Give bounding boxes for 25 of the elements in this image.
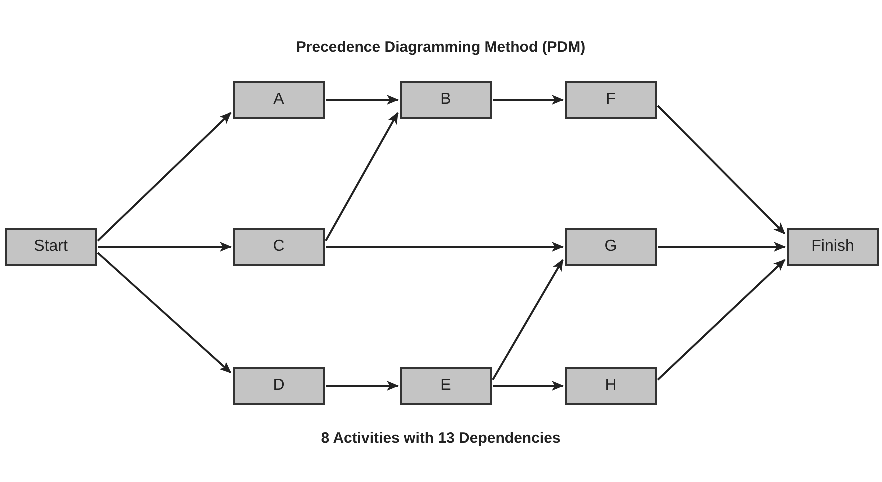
diagram-caption: 8 Activities with 13 Dependencies: [320, 429, 562, 449]
arrow: [658, 242, 786, 252]
diagram-title: Precedence Diagramming Method (PDM): [295, 38, 587, 58]
arrow: [657, 105, 786, 235]
activity-box: A: [233, 81, 325, 119]
activity-box: E: [400, 367, 492, 405]
arrow: [98, 242, 232, 252]
arrow: [493, 95, 564, 105]
activity-box: Start: [5, 228, 97, 266]
arrow: [326, 242, 564, 252]
arrow: [97, 252, 232, 374]
arrow: [657, 259, 786, 381]
arrow: [493, 381, 564, 391]
arrow: [492, 259, 564, 380]
activity-box: C: [233, 228, 325, 266]
arrow: [326, 381, 399, 391]
arrow: [325, 112, 399, 242]
activity-box: F: [565, 81, 657, 119]
activity-box: G: [565, 228, 657, 266]
activity-box: Finish: [787, 228, 879, 266]
activity-box: D: [233, 367, 325, 405]
activity-box: B: [400, 81, 492, 119]
activity-box: H: [565, 367, 657, 405]
arrow: [97, 112, 232, 242]
arrow: [326, 95, 399, 105]
